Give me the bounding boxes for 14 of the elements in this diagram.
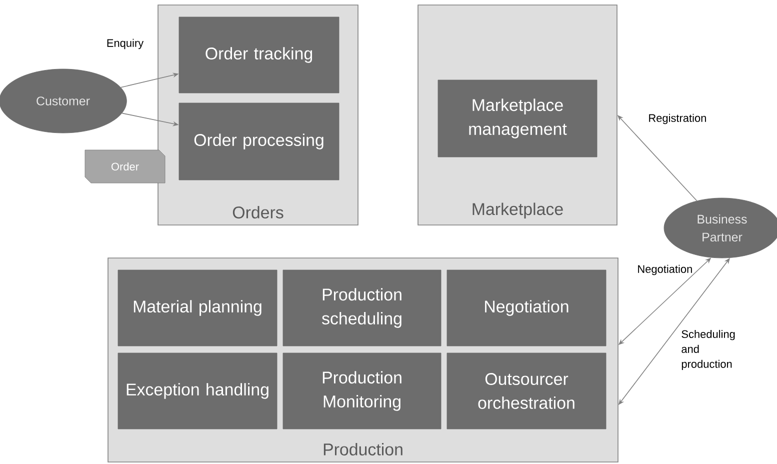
document-tag: Order [84, 150, 166, 184]
edge-label: Registration [649, 114, 706, 124]
edge-label: Scheduling and production [682, 330, 735, 370]
process-box: Negotiation [446, 270, 606, 346]
process-box: Material planning [118, 270, 278, 346]
process-box: Order processing [178, 102, 340, 180]
process-box: Production Monitoring [282, 352, 442, 430]
edge-label: Negotiation [638, 264, 692, 276]
process-box: Outsourcer orchestration [446, 352, 606, 430]
process-box: Order tracking [178, 16, 340, 94]
process-box: Exception handling [118, 352, 278, 430]
process-box: Production scheduling [282, 270, 442, 346]
edge-label: Enquiry [107, 38, 144, 50]
process-box: Marketplace management [438, 80, 598, 158]
